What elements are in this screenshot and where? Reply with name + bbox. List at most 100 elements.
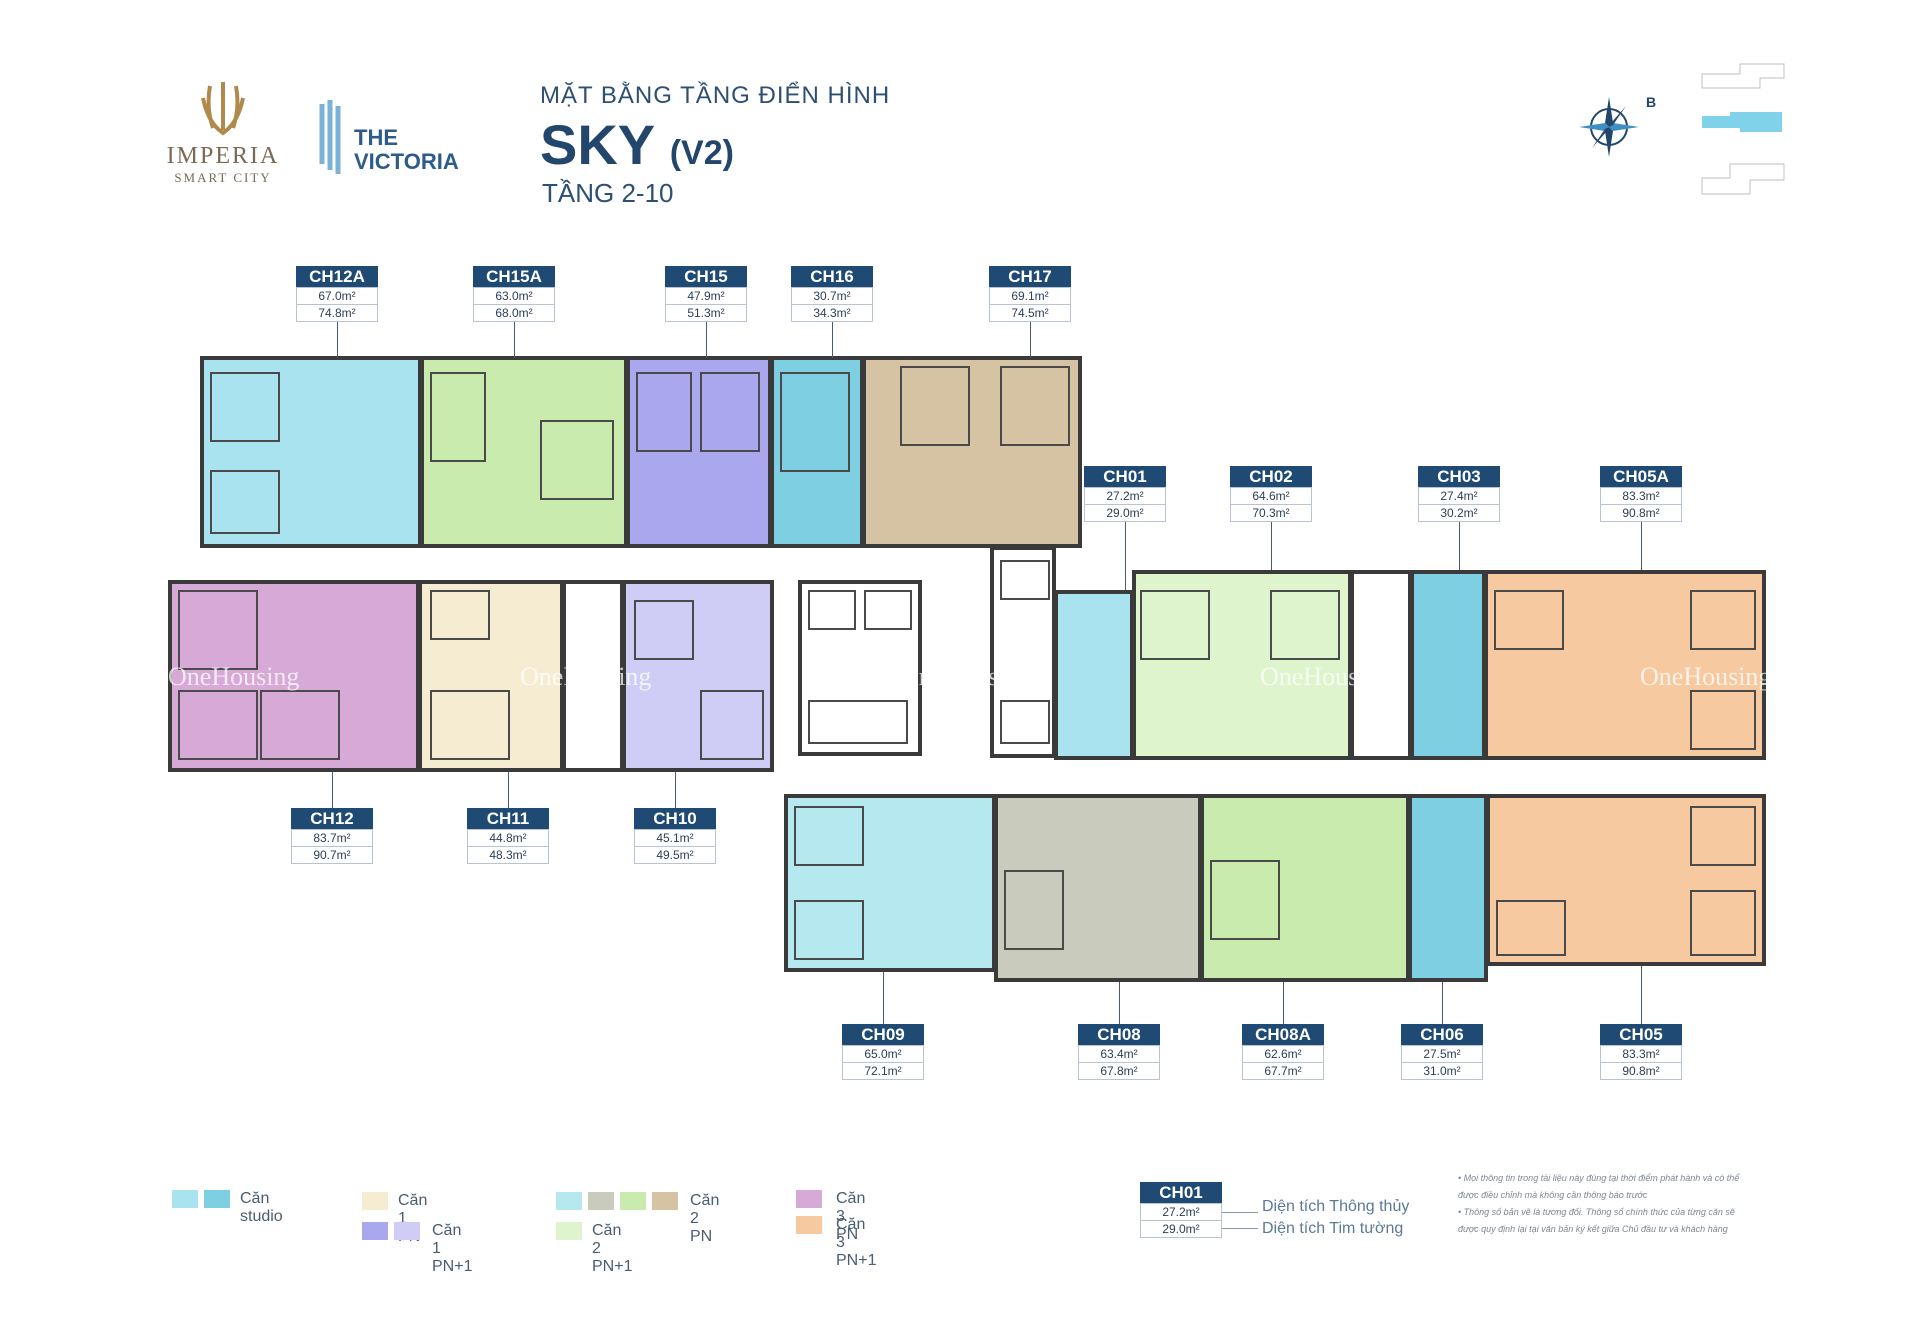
unit-area-net: 69.1m² (989, 287, 1071, 305)
legend-2pn-label: Căn 2 PN (690, 1192, 720, 1245)
watermark: OneHousing (1260, 662, 1392, 691)
unit-area-gross: 49.5m² (634, 847, 716, 864)
legend-1pn1-label: Căn 1 PN+1 (432, 1222, 473, 1275)
victoria-emblem-icon (319, 100, 341, 174)
unit-ch05-plan[interactable] (1486, 794, 1766, 966)
unit-code: CH16 (791, 266, 873, 287)
room-partition (1140, 590, 1210, 660)
leader-line (332, 772, 333, 808)
unit-area-gross: 30.2m² (1418, 505, 1500, 522)
unit-ch02-plan[interactable] (1132, 570, 1352, 760)
legend-swatch-2pn-tan (652, 1192, 678, 1210)
room-partition (178, 590, 258, 670)
victoria-line2: VICTORIA (354, 149, 459, 174)
plan-title: SKY (V2) (540, 112, 734, 177)
imperia-logo: IMPERIA SMART CITY (158, 78, 288, 190)
unit-area-gross: 74.5m² (989, 305, 1071, 322)
room-partition (430, 690, 510, 760)
unit-ch12a-plan[interactable] (200, 356, 422, 548)
unit-ch08-plan[interactable] (994, 794, 1202, 982)
room-partition (1690, 806, 1756, 866)
imperia-emblem-icon (201, 82, 245, 136)
legend-3pn1-label: Căn 3 PN+1 (836, 1216, 877, 1269)
unit-code: CH05 (1600, 1024, 1682, 1045)
legend-swatch-1pn1 (362, 1222, 388, 1240)
room-partition (700, 372, 760, 452)
unit-area-net: 27.5m² (1401, 1045, 1483, 1063)
unit-ch11-plan[interactable] (418, 580, 564, 772)
unit-code: CH08 (1078, 1024, 1160, 1045)
unit-ch09-plan[interactable] (784, 794, 996, 972)
unit-ch01-plan[interactable] (1054, 590, 1134, 760)
legend-swatch-studio-alt (204, 1190, 230, 1208)
area-key-connector (1222, 1228, 1258, 1229)
unit-ch05a-plan[interactable] (1484, 570, 1766, 760)
legend-swatch-2pn-green (620, 1192, 646, 1210)
elevator-core (798, 580, 922, 756)
plan-title-version: (V2) (669, 134, 734, 172)
unit-ch17-plan[interactable] (862, 356, 1082, 548)
unit-area-gross: 51.3m² (665, 305, 747, 322)
unit-code: CH11 (467, 808, 549, 829)
watermark: OneHousing (520, 662, 652, 691)
leader-line (1119, 982, 1120, 1024)
unit-area-net: 27.2m² (1084, 487, 1166, 505)
area-key-code: CH01 (1140, 1182, 1222, 1203)
unit-area-gross: 90.7m² (291, 847, 373, 864)
unit-ch15a-plan[interactable] (420, 356, 628, 548)
unit-ch08a-plan[interactable] (1200, 794, 1410, 982)
room-partition (1210, 860, 1280, 940)
room-partition (260, 690, 340, 760)
room-partition (1496, 900, 1566, 956)
key-map (1700, 60, 1786, 198)
leader-line (832, 318, 833, 358)
unit-ch06-plan[interactable] (1408, 794, 1488, 982)
leader-line (706, 318, 707, 358)
plan-title-main: SKY (540, 113, 655, 176)
room-partition (808, 590, 856, 630)
compass: B (1576, 92, 1656, 162)
unit-area-gross: 31.0m² (1401, 1063, 1483, 1080)
unit-area-net: 62.6m² (1242, 1045, 1324, 1063)
room-partition (864, 590, 912, 630)
unit-code: CH02 (1230, 466, 1312, 487)
unit-code: CH17 (989, 266, 1071, 287)
area-key-gross: 29.0m² (1140, 1221, 1222, 1238)
leader-line (1459, 518, 1460, 570)
unit-code: CH12 (291, 808, 373, 829)
unit-code: CH01 (1084, 466, 1166, 487)
unit-ch12-plan[interactable] (168, 580, 420, 772)
legend-swatch-3pn1 (796, 1216, 822, 1234)
leader-line (883, 972, 884, 1024)
unit-ch10-plan[interactable] (622, 580, 774, 772)
room-partition (540, 420, 614, 500)
compass-rose-icon (1579, 97, 1639, 157)
leader-line (1641, 518, 1642, 570)
leader-line (1641, 966, 1642, 1024)
unit-code: CH10 (634, 808, 716, 829)
unit-area-gross: 90.8m² (1600, 1063, 1682, 1080)
unit-ch03-plan[interactable] (1410, 570, 1486, 760)
leader-line (1271, 518, 1272, 570)
area-key-net-label: Diện tích Thông thủy (1262, 1198, 1410, 1215)
leader-line (514, 318, 515, 358)
area-key-connector (1222, 1212, 1258, 1213)
